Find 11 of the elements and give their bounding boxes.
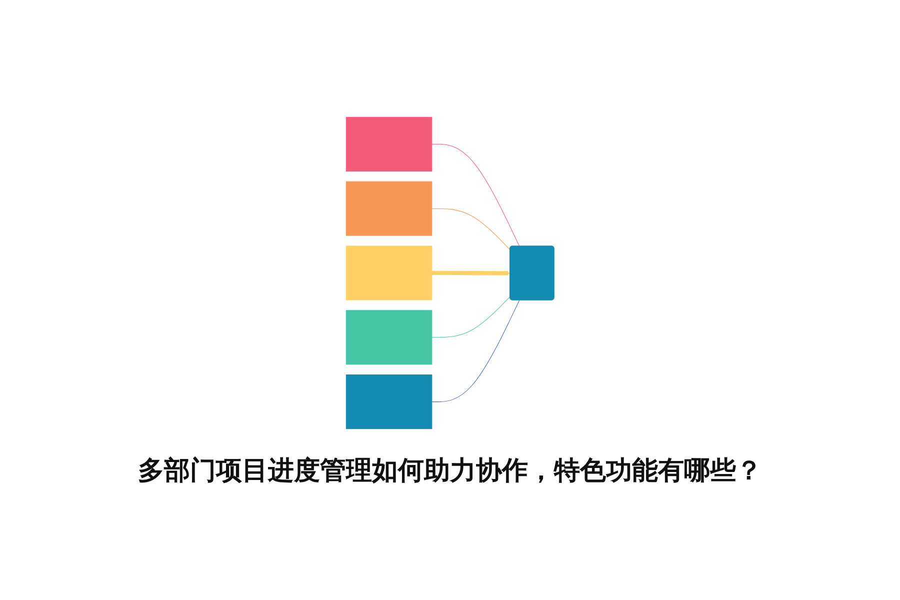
connector bbox=[432, 208, 510, 250]
connector bbox=[432, 300, 520, 402]
connector bbox=[432, 143, 520, 246]
node-bar bbox=[346, 245, 432, 300]
connector bbox=[432, 296, 510, 338]
node-bar bbox=[346, 374, 432, 429]
node-bar bbox=[346, 310, 432, 364]
node-bar bbox=[346, 180, 432, 236]
node-bar bbox=[346, 116, 432, 171]
title: 多部门项目进度管理如何助力协作，特色功能有哪些？ bbox=[138, 454, 762, 488]
arrow bbox=[432, 270, 510, 276]
